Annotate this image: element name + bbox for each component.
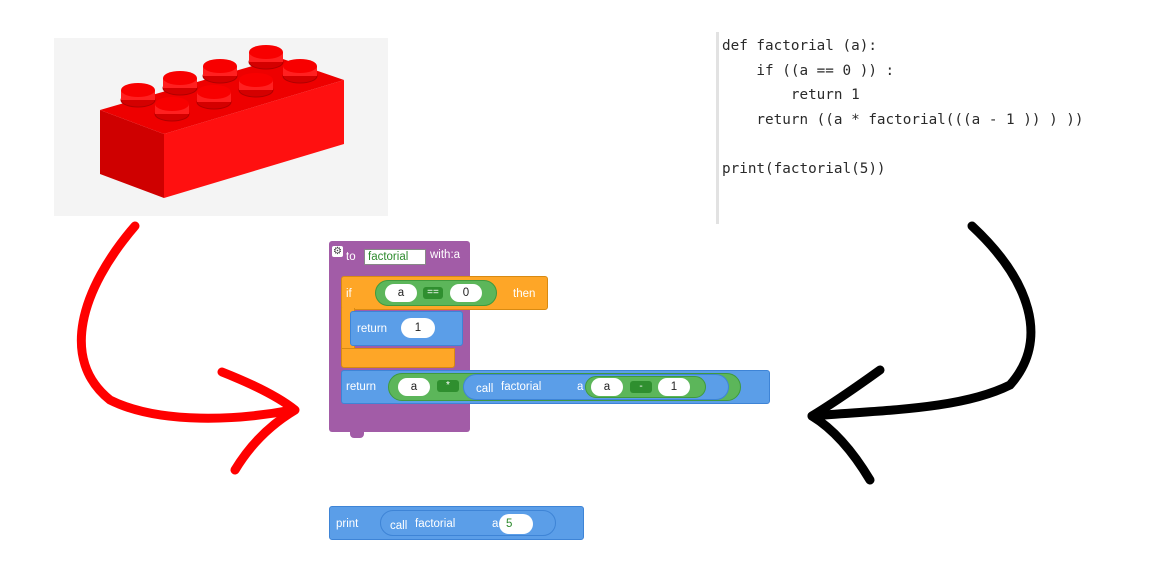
gear-icon[interactable]: ⚙ [332,246,343,257]
python-code: def factorial (a): if ((a == 0 )) : retu… [722,34,1084,182]
code-line: return 1 [722,87,860,104]
code-line: return ((a * factorial(((a - 1 )) ) )) [722,111,1084,128]
red-arrow-icon [76,221,297,423]
compare-right-operand[interactable]: 0 [450,284,482,302]
return-recursive-label: return [346,381,377,393]
print-arg-value[interactable]: 5 [499,514,533,534]
lego-brick-image [100,45,344,198]
print-label: print [336,518,359,530]
if-label: if [346,288,352,300]
code-line: if ((a == 0 )) : [722,62,895,79]
subtract-operator[interactable]: - [630,381,652,393]
print-function-name: factorial [415,518,456,530]
return-label: return [357,323,388,335]
call-param-label: a [577,381,584,393]
multiply-left-operand[interactable]: a [398,378,430,396]
procedure-name-field[interactable]: factorial [364,249,426,265]
if-block-footer [341,348,455,368]
print-param-label: a [492,518,499,530]
code-line: print(factorial(5)) [722,160,886,177]
then-label: then [513,288,536,300]
subtract-left-operand[interactable]: a [591,378,623,396]
multiply-operator[interactable]: * [437,380,459,392]
black-arrowhead-icon [807,365,885,485]
call-label: call [476,383,494,395]
compare-left-operand[interactable]: a [385,284,417,302]
code-panel [716,32,1139,224]
code-line: def factorial (a): [722,38,877,54]
compare-operator[interactable]: == [423,287,443,299]
red-arrowhead-icon [217,367,300,475]
black-arrow-icon [807,221,1036,421]
procedure-to-label: to [346,251,356,263]
call-function-name: factorial [501,381,542,393]
subtract-right-operand[interactable]: 1 [658,378,690,396]
procedure-params-label: with:a [430,249,461,261]
return-value[interactable]: 1 [401,318,435,338]
print-call-label: call [390,520,408,532]
block-notch [350,432,364,438]
